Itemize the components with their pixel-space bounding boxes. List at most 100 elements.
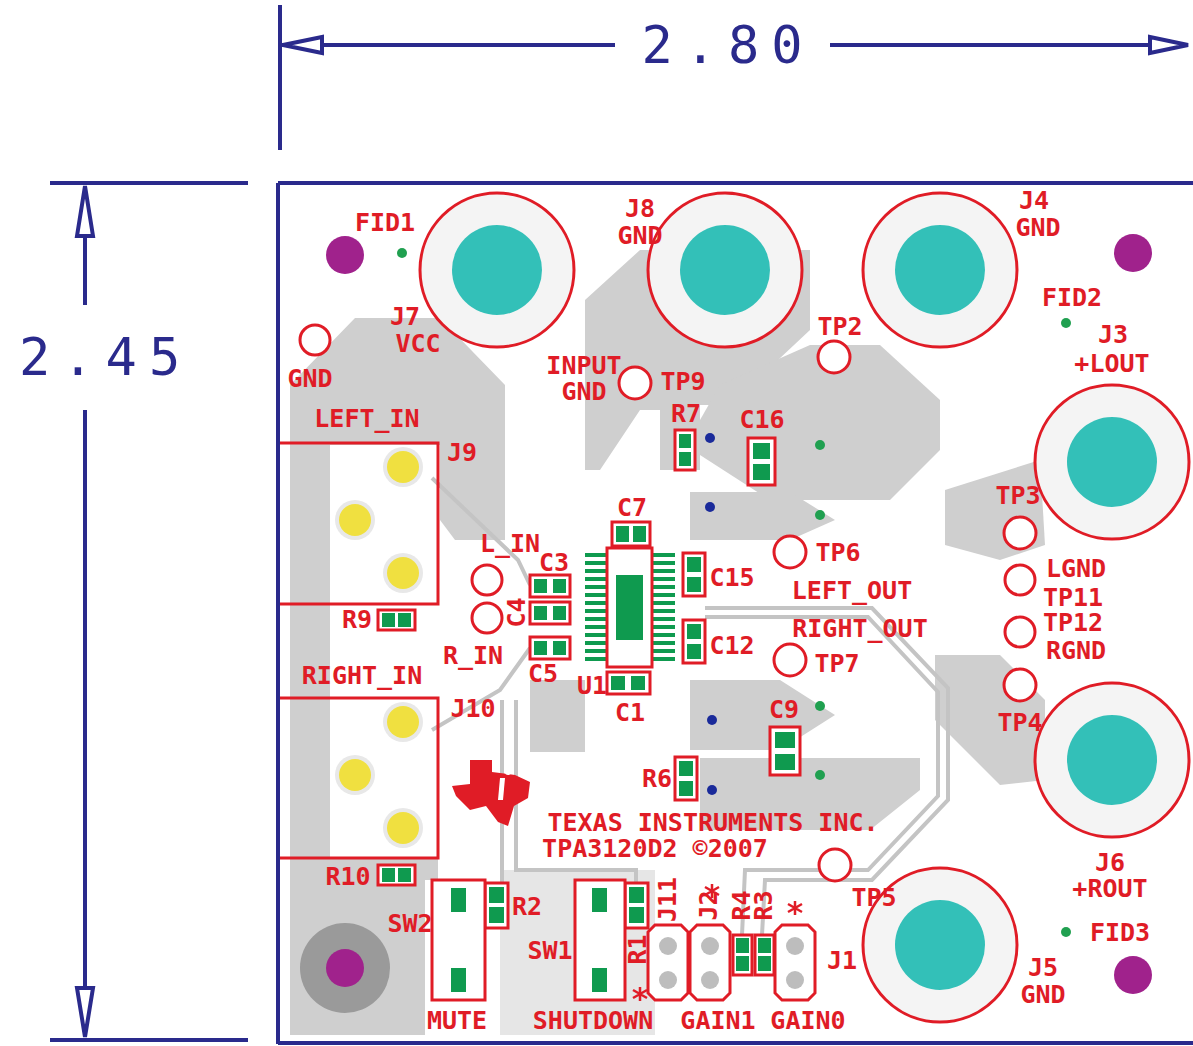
silkscreen-label: RIGHT_OUT — [792, 616, 927, 641]
ic-pin — [585, 561, 607, 565]
via — [1061, 318, 1071, 328]
component-outline — [530, 637, 570, 659]
ic-pin — [653, 577, 675, 581]
dimension-line — [282, 43, 615, 47]
component-outline — [683, 553, 705, 596]
silkscreen-label: J6 — [1095, 850, 1125, 875]
ic-pin — [585, 553, 607, 557]
jack-pad-ring — [383, 702, 423, 742]
ic-pin — [585, 609, 607, 613]
silkscreen-label: R7 — [671, 401, 701, 426]
via — [1061, 927, 1071, 937]
via — [815, 770, 825, 780]
component-outline — [625, 883, 648, 928]
dimension-line — [830, 43, 1188, 47]
silkscreen-label: TP4 — [997, 710, 1042, 735]
ic-pin — [653, 617, 675, 621]
smd-pad — [736, 956, 749, 971]
smd-pad — [687, 557, 701, 572]
smd-pad — [753, 443, 770, 459]
pour — [290, 858, 438, 1035]
jack-pad-ring — [335, 500, 375, 540]
silkscreen-label: C4 — [503, 597, 528, 627]
silkscreen-label: SW1 — [527, 938, 572, 963]
silkscreen-label: R6 — [642, 766, 672, 791]
board-outline — [278, 183, 1193, 1044]
silkscreen-label: GAIN0 — [770, 1008, 845, 1033]
jack-pad-ring — [383, 553, 423, 593]
switch-pad — [592, 888, 607, 912]
smd-pad — [775, 732, 795, 748]
component-outline — [748, 438, 775, 485]
component-outline — [770, 727, 800, 775]
jumper-pin — [659, 971, 677, 989]
silkscreen-label: FID1 — [355, 210, 415, 235]
silkscreen-label: LEFT_IN — [314, 406, 419, 431]
smd-pad — [398, 613, 411, 627]
silkscreen-label: GND — [617, 223, 662, 248]
dimension-line — [83, 410, 87, 1037]
silkscreen-label: RIGHT_IN — [302, 663, 422, 688]
jumper-outline — [690, 925, 730, 1000]
jumper-pin — [701, 971, 719, 989]
smd-pad — [382, 613, 395, 627]
silkscreen-label: RGND — [1046, 638, 1106, 663]
silkscreen-label: TP7 — [814, 651, 859, 676]
jack-pad — [387, 706, 419, 738]
ic-pin — [653, 609, 675, 613]
smd-pad — [489, 887, 504, 903]
board-edge — [278, 181, 1193, 185]
component-outline — [378, 865, 415, 885]
silkscreen-label: GND — [287, 366, 332, 391]
ic-pin — [585, 601, 607, 605]
silkscreen-label: TEXAS INSTRUMENTS INC. — [547, 810, 878, 835]
switch-outline — [432, 880, 485, 1000]
silkscreen-label: C9 — [769, 697, 799, 722]
jack-pad — [1035, 385, 1189, 539]
smd-pad — [553, 641, 566, 655]
silkscreen-label: GND — [1020, 982, 1065, 1007]
smd-pad — [679, 761, 693, 776]
ic-pin — [585, 625, 607, 629]
components — [378, 430, 800, 1000]
ic-pin — [653, 633, 675, 637]
ic-pin — [653, 569, 675, 573]
silkscreen-label: J10 — [450, 696, 495, 721]
silkscreen-label: J7 — [390, 304, 420, 329]
logo-mark — [505, 769, 511, 775]
smd-pad — [687, 644, 701, 659]
silkscreen-label: R10 — [325, 864, 370, 889]
test-point — [1005, 617, 1035, 647]
ic-pin — [585, 577, 607, 581]
jack-pad — [420, 193, 574, 347]
test-point — [300, 325, 330, 355]
ic-pin — [653, 649, 675, 653]
ic-pin — [653, 625, 675, 629]
smd-pad — [553, 606, 566, 620]
smd-pad — [758, 938, 771, 953]
asterisk-mark — [633, 987, 647, 1001]
test-point — [818, 341, 850, 373]
via — [705, 433, 715, 443]
silkscreen-label: TPA3120D2 ©2007 — [542, 836, 768, 861]
jack-pad — [1035, 683, 1189, 837]
silkscreen-label: TP12 — [1043, 610, 1103, 635]
fiducial-mark — [1114, 234, 1152, 272]
via — [815, 440, 825, 450]
silkscreen-label: SHUTDOWN — [533, 1008, 653, 1033]
test-point — [619, 367, 651, 399]
jack-outline — [280, 698, 438, 858]
silkscreen-label: J9 — [447, 440, 477, 465]
dimension-value: 2.45 — [3, 331, 196, 383]
jack-pad-ring — [383, 808, 423, 848]
pour — [935, 655, 1045, 785]
dimension-arrow — [283, 37, 322, 53]
board-edge — [278, 1041, 1193, 1045]
component-outline — [675, 430, 695, 470]
via — [707, 715, 717, 725]
silkscreen-label: R9 — [342, 607, 372, 632]
ic-pin — [653, 593, 675, 597]
jack-pad — [387, 451, 419, 483]
test-point — [774, 536, 806, 568]
